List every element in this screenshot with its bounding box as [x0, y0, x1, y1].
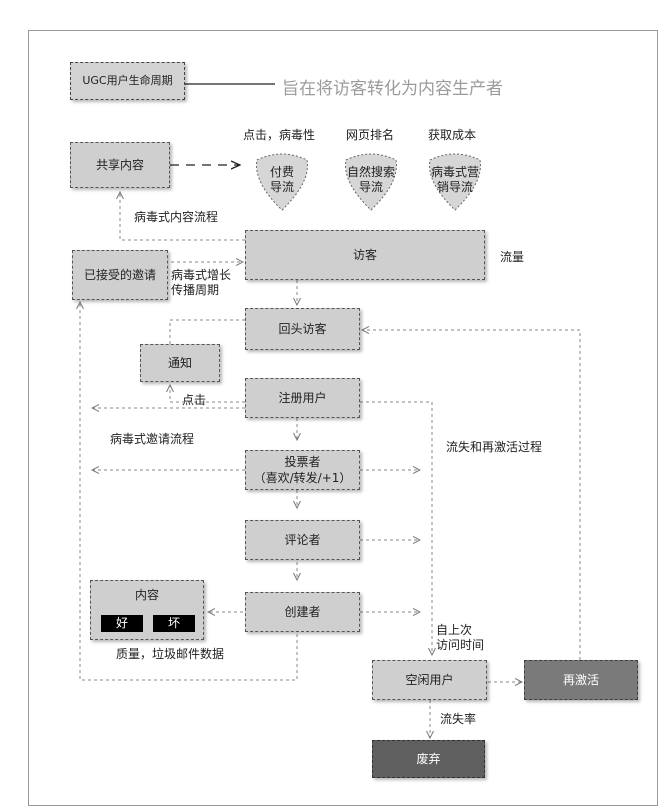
- churn-reactivation-label: 流失和再激活过程: [446, 440, 543, 454]
- title-box-label: UGC用户生命周期: [82, 74, 173, 87]
- abandoned-box: 废弃: [372, 740, 485, 778]
- commenter-box: 评论者: [245, 520, 360, 560]
- subtitle: 旨在将访客转化为内容生产者: [282, 79, 503, 99]
- visitor-box: 访客: [245, 230, 485, 280]
- content-title: 内容: [134, 588, 159, 602]
- quality-label: 质量，垃圾邮件数据: [116, 647, 225, 661]
- content-box: 内容 好 坏: [90, 580, 204, 640]
- voter-label: 投票者 （喜欢/转发/+1）: [253, 455, 352, 485]
- viral-growth-label: 病毒式增长 传播周期: [171, 268, 232, 297]
- visitor-label: 访客: [352, 248, 377, 262]
- idle-user-box: 空闲用户: [372, 660, 487, 700]
- viral-invite-flow-label: 病毒式邀请流程: [110, 432, 195, 446]
- title-box: UGC用户生命周期: [70, 62, 185, 100]
- returning-visitor-label: 回头访客: [278, 322, 327, 336]
- registered-user-label: 注册用户: [278, 391, 327, 405]
- content-bad-chip: 坏: [153, 615, 195, 632]
- viral-marketing-label: 病毒式营 销导流: [430, 165, 479, 194]
- notify-box: 通知: [140, 344, 220, 382]
- share-content-label: 共享内容: [95, 158, 144, 172]
- accepted-invite-box: 已接受的邀请: [72, 250, 168, 300]
- notify-label: 通知: [167, 356, 192, 370]
- organic-search-drop: 自然搜索 导流: [342, 152, 400, 211]
- viral-content-flow-label: 病毒式内容流程: [134, 210, 219, 224]
- returning-visitor-box: 回头访客: [245, 308, 360, 350]
- channel-heading-search: 网页排名: [346, 128, 395, 142]
- paid-traffic-label: 付费 导流: [269, 165, 294, 194]
- reactivate-box: 再激活: [524, 660, 638, 700]
- content-good-chip: 好: [101, 615, 143, 632]
- reactivate-label: 再激活: [562, 673, 599, 687]
- share-content-box: 共享内容: [70, 142, 170, 188]
- idle-user-label: 空闲用户: [405, 673, 454, 687]
- channel-heading-paid: 点击，病毒性: [243, 128, 316, 142]
- traffic-label: 流量: [500, 250, 525, 264]
- commenter-label: 评论者: [284, 533, 321, 547]
- voter-box: 投票者 （喜欢/转发/+1）: [245, 450, 360, 490]
- churn-rate-label: 流失率: [440, 712, 477, 726]
- click-label: 点击: [182, 393, 207, 407]
- since-last-visit-label: 自上次 访问时间: [436, 623, 485, 652]
- registered-user-box: 注册用户: [245, 378, 360, 418]
- viral-marketing-drop: 病毒式营 销导流: [426, 152, 484, 211]
- paid-traffic-drop: 付费 导流: [253, 152, 311, 211]
- creator-label: 创建者: [284, 605, 321, 619]
- organic-search-label: 自然搜索 导流: [346, 165, 395, 194]
- accepted-invite-label: 已接受的邀请: [83, 268, 156, 282]
- abandoned-label: 废弃: [416, 752, 441, 766]
- channel-heading-viral: 获取成本: [428, 128, 477, 142]
- creator-box: 创建者: [245, 592, 360, 632]
- diagram-frame: [28, 30, 658, 806]
